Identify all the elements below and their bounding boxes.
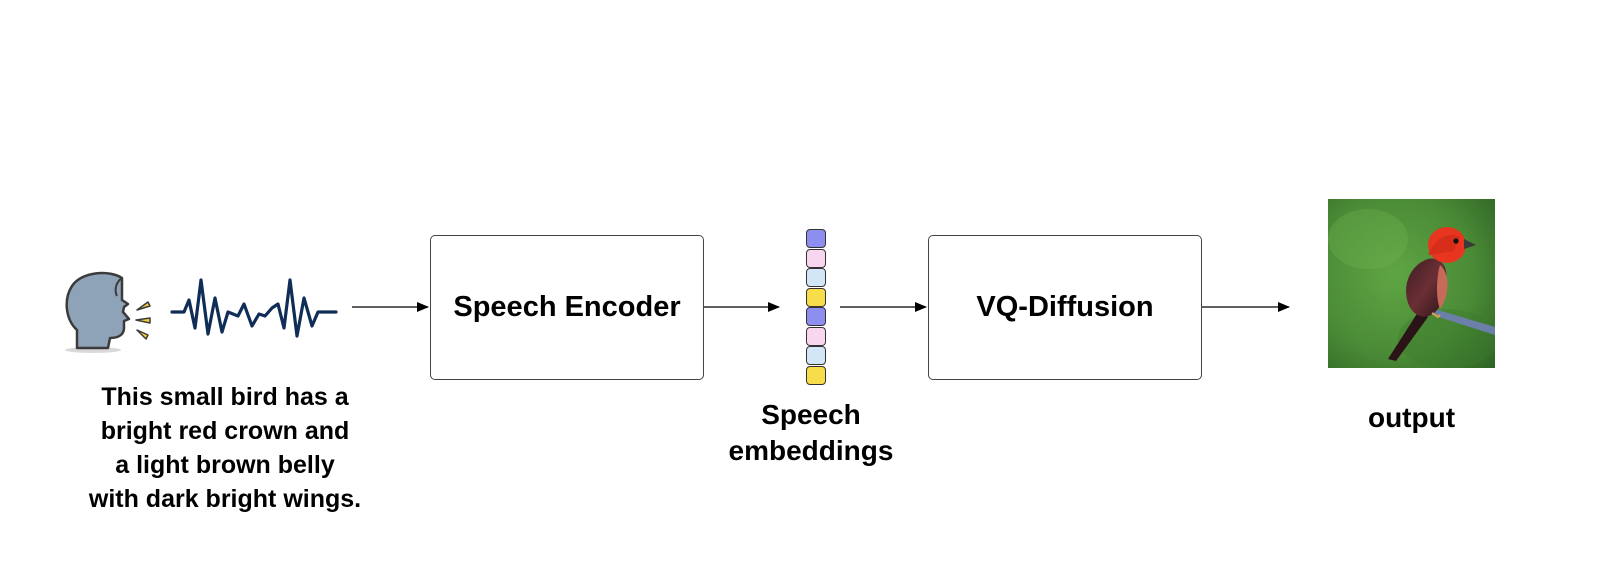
embedding-cell	[806, 287, 826, 307]
vq-diffusion-box: VQ-Diffusion	[928, 235, 1202, 380]
speech-caption-line: This small bird has a	[101, 383, 349, 411]
embeddings-caption-line: Speech	[761, 399, 861, 430]
embedding-cell	[806, 365, 826, 385]
speaking-head-icon	[65, 271, 151, 353]
embedding-cell	[806, 326, 826, 346]
embedding-cell	[806, 229, 826, 248]
speech-embeddings-column	[806, 229, 826, 387]
red-bird-image	[1328, 199, 1495, 368]
embedding-cell	[806, 307, 826, 326]
vq-diffusion-label: VQ-Diffusion	[976, 291, 1154, 323]
embeddings-caption: Speech embeddings	[706, 397, 916, 469]
embedding-cell	[806, 248, 826, 268]
speech-encoder-label: Speech Encoder	[453, 291, 681, 323]
embedding-cell	[806, 268, 826, 287]
speech-encoder-box: Speech Encoder	[430, 235, 704, 380]
speech-caption-line: a light brown belly	[115, 451, 335, 479]
speech-caption-line: bright red crown and	[100, 417, 350, 445]
speech-caption-line: with dark bright wings.	[88, 485, 362, 513]
sound-wave-icon	[170, 278, 338, 338]
output-caption-text: output	[1367, 402, 1456, 433]
embeddings-caption-line: embeddings	[728, 435, 894, 466]
speech-caption: This small bird has a bright red crown a…	[60, 380, 390, 516]
output-caption: output	[1328, 400, 1495, 436]
embedding-cell	[806, 346, 826, 365]
